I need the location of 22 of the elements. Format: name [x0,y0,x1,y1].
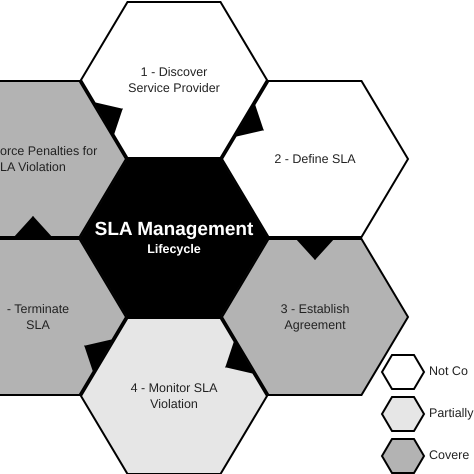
cycle-arrow [94,102,124,137]
step-label: 3 - Establish Agreement [280,301,350,333]
hub-subtitle: Lifecycle [147,241,201,257]
cycle-arrow [234,102,264,137]
step-label: 1 - Discover Service Provider [127,64,221,96]
hexagon [80,317,268,474]
cycle-arrow [84,339,114,374]
step-label: 2 - Define SLA [274,151,356,167]
legend-label: Not Co [429,364,468,378]
legend-label: Partially [429,406,474,420]
cycle-arrow [295,238,335,260]
cycle-arrow [224,339,254,374]
hub-title: SLA Management [94,219,254,241]
legend-label: Covere [429,448,470,462]
cycle-arrow [13,216,53,238]
hexagon [0,238,128,396]
step-label: 4 - Monitor SLA Violation [130,380,218,412]
step-label: - Terminate SLA [6,301,70,333]
step-label: orce Penalties for LA Violation [0,143,98,175]
hexagon [80,159,268,317]
hexagon [220,238,410,396]
hexagon [80,1,268,159]
